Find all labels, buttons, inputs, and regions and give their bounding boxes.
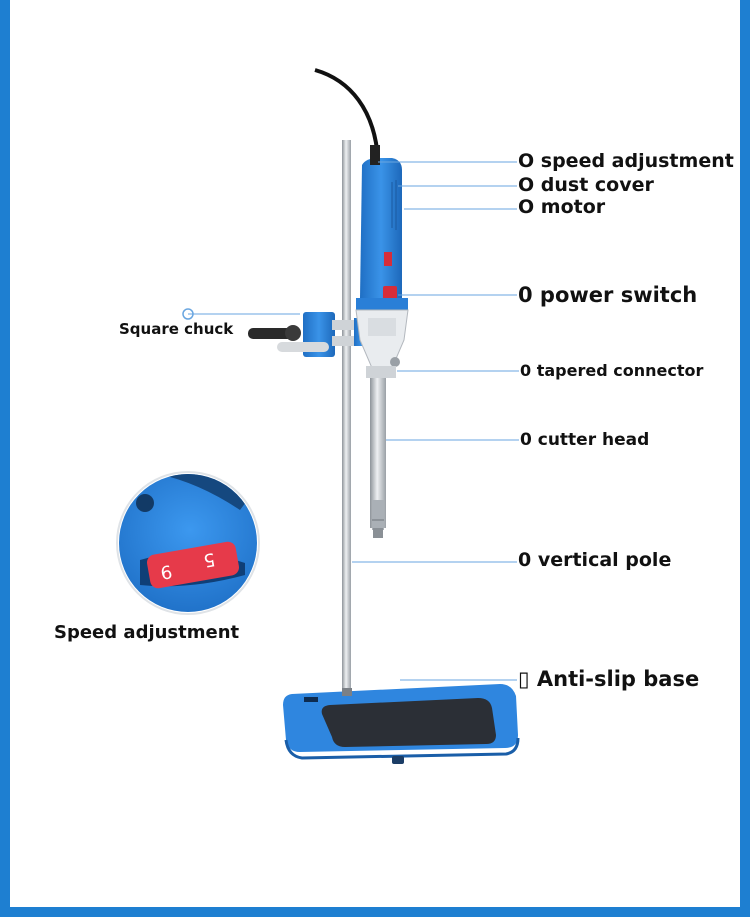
- label-cutter-head: 0 cutter head: [520, 430, 650, 450]
- label-vertical-pole: 0 vertical pole: [518, 549, 672, 571]
- label-speed-adjustment: O speed adjustment: [518, 150, 734, 172]
- label-tapered-connector: 0 tapered connector: [520, 361, 704, 380]
- dial-digit-5: 5: [202, 548, 217, 571]
- leader-lines: [188, 161, 519, 681]
- anti-slip-base: [283, 684, 520, 764]
- square-chuck: [248, 312, 370, 357]
- label-motor: O motor: [518, 196, 606, 218]
- label-square-chuck: Square chuck: [119, 320, 234, 338]
- label-dust-cover: O dust cover: [518, 174, 654, 196]
- tapered-connector: [355, 309, 409, 378]
- label-power-switch: 0 power switch: [518, 283, 698, 307]
- dial-digit-9: 9: [159, 560, 174, 583]
- motor-body: [356, 145, 408, 310]
- chuck-marker: [182, 308, 194, 320]
- power-cable: [314, 68, 380, 161]
- anti-slip-pad: [321, 698, 496, 747]
- cutter-head: [370, 378, 386, 538]
- speed-dial-inset: 9 5: [116, 471, 260, 615]
- label-anti-slip-base: ▯ Anti-slip base: [518, 667, 700, 691]
- speed-dial-wheel: [146, 541, 240, 589]
- label-speed-adjustment-inset: Speed adjustment: [54, 622, 240, 643]
- vertical-pole: [342, 140, 351, 692]
